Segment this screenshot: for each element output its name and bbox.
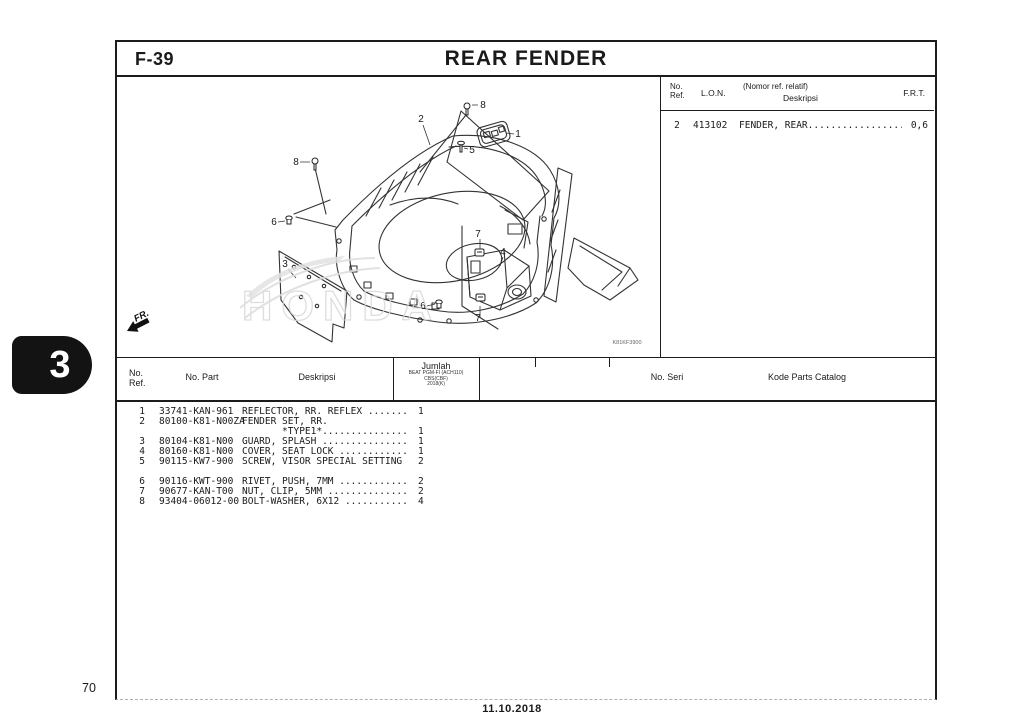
table-row: *TYPE1*............... 1: [133, 427, 444, 437]
table-row: 2 80100-K81-N00ZA FENDER SET, RR.: [133, 417, 444, 427]
ref-cell: 2: [674, 120, 680, 131]
table-row: 6 90116-KWT-900 RIVET, PUSH, 7MM .......…: [133, 477, 444, 487]
description-cell: RIVET, PUSH, 7MM ............: [242, 476, 408, 487]
part-number-cell: 80100-K81-N00ZA: [159, 416, 245, 427]
qty-cell: 4: [418, 496, 424, 507]
table-row: 7 90677-KAN-T00 NUT, CLIP, 5MM .........…: [133, 487, 444, 497]
parts-jumlah-header: Jumlah BEAT PGM-FI (ACH110) CBS(CBF) 201…: [408, 361, 464, 387]
chapter-tab-number: 3: [49, 343, 71, 386]
jumlah-variant-line: CBS(CBF): [424, 375, 448, 382]
parts-table-header: No. Ref. No. Part Deskripsi Jumlah BEAT …: [117, 357, 935, 402]
page-title: REAR FENDER: [444, 47, 608, 70]
qty-cell: 1: [418, 436, 424, 447]
description-cell: NUT, CLIP, 5MM ..............: [242, 486, 408, 497]
lon-cell: 413102: [693, 120, 728, 131]
table-row: 4 80160-K81-N00 COVER, SEAT LOCK .......…: [133, 447, 444, 457]
jumlah-year-line: 2018(K): [427, 381, 445, 387]
ref-cell: 4: [139, 446, 145, 457]
jumlah-model-line: BEAT PGM-FI (ACH110): [408, 370, 464, 376]
qty-cell: 2: [418, 486, 424, 497]
ref-cell: 7: [139, 486, 145, 497]
qty-cell: 1: [418, 426, 424, 437]
footer-date: 11.10.2018: [482, 703, 542, 715]
column-divider: [479, 358, 480, 400]
qty-cell: 1: [418, 406, 424, 417]
part-number-cell: 90115-KW7-900: [159, 456, 234, 467]
parts-rows: 1 33741-KAN-961 REFLECTOR, RR. REFLEX ..…: [133, 407, 444, 507]
description-cell: *TYPE1*...............: [242, 426, 408, 437]
section-code: F-39: [135, 49, 175, 69]
part-number-cell: 90677-KAN-T00: [159, 486, 234, 497]
frt-col-header: F.R.T.: [903, 88, 925, 98]
deskripsi-col-header: Deskripsi: [783, 93, 818, 103]
description-cell: REFLECTOR, RR. REFLEX .......: [242, 406, 408, 417]
parts-no-part-header: No. Part: [185, 372, 219, 382]
column-tick: [609, 358, 610, 367]
page-number: 70: [82, 681, 96, 695]
ref-cell: 1: [139, 406, 145, 417]
description-cell: FENDER SET, RR.: [242, 416, 328, 427]
ref-cell: 6: [139, 476, 145, 487]
reference-row: 2 413102 FENDER, REAR................. 0…: [661, 120, 928, 131]
table-row: 3 80104-K81-N00 GUARD, SPLASH ..........…: [133, 437, 444, 447]
description-cell: GUARD, SPLASH ...............: [242, 436, 408, 447]
qty-cell: 2: [418, 456, 424, 467]
column-tick: [535, 358, 536, 367]
parts-no-seri-header: No. Seri: [650, 372, 684, 382]
table-row: 1 33741-KAN-961 REFLECTOR, RR. REFLEX ..…: [133, 407, 444, 417]
qty-cell: 1: [418, 446, 424, 457]
reference-panel: No. Ref. L.O.N. (Nomor ref. relatif) Des…: [660, 77, 934, 357]
part-number-cell: 80104-K81-N00: [159, 436, 234, 447]
column-divider: [393, 358, 394, 400]
parts-ref-header: No. Ref.: [129, 368, 146, 388]
ref-cell: 5: [139, 456, 145, 467]
part-number-cell: 33741-KAN-961: [159, 406, 234, 417]
part-number-cell: 93404-06012-00: [159, 496, 240, 507]
ref-cell: 2: [139, 416, 145, 427]
qty-cell: 2: [418, 476, 424, 487]
title-bar: F-39 REAR FENDER: [117, 42, 935, 77]
parts-kode-header: Kode Parts Catalog: [767, 372, 847, 382]
reference-panel-header: No. Ref. L.O.N. (Nomor ref. relatif) Des…: [661, 77, 934, 111]
ref-cell: 8: [139, 496, 145, 507]
lon-col-header: L.O.N.: [701, 88, 726, 98]
description-cell: SCREW, VISOR SPECIAL SETTING: [242, 456, 403, 467]
frt-cell: 0,6: [910, 120, 928, 131]
chapter-tab: 3: [12, 336, 92, 394]
main-frame: F-39 REAR FENDER No. Ref. L.O.N. (Nomor …: [115, 40, 937, 700]
description-cell: COVER, SEAT LOCK ............: [242, 446, 408, 457]
table-row: 8 93404-06012-00 BOLT-WASHER, 6X12 .....…: [133, 497, 444, 507]
parts-deskripsi-header: Deskripsi: [298, 372, 336, 382]
part-number-cell: 80160-K81-N00: [159, 446, 234, 457]
deskripsi-cell: FENDER, REAR.................: [739, 120, 902, 131]
part-number-cell: 90116-KWT-900: [159, 476, 234, 487]
deskripsi-note: (Nomor ref. relatif): [743, 82, 808, 91]
table-row: 5 90115-KW7-900 SCREW, VISOR SPECIAL SET…: [133, 457, 444, 467]
ref-cell: 3: [139, 436, 145, 447]
description-cell: BOLT-WASHER, 6X12 ...........: [242, 496, 408, 507]
